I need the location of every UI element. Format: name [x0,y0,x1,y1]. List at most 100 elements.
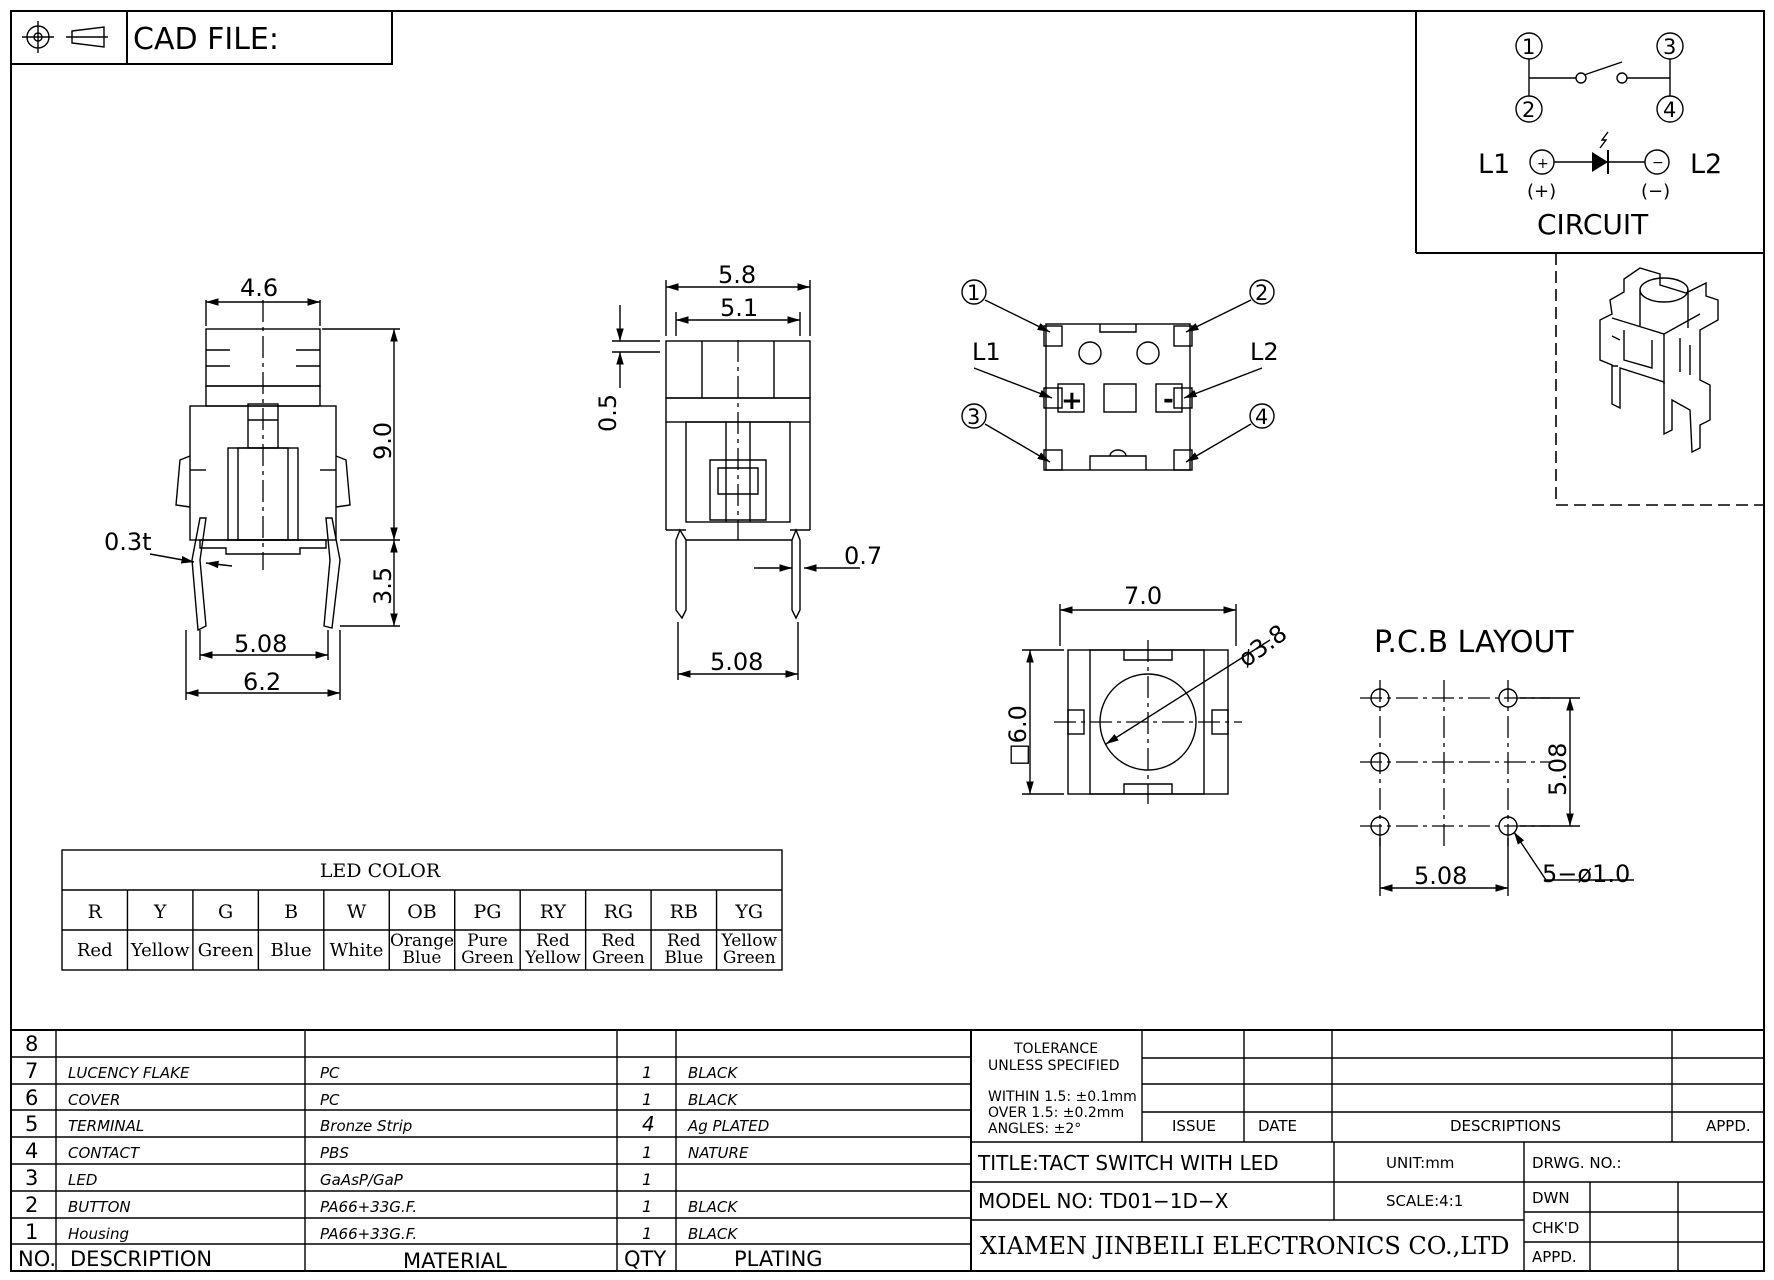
bom-row-plating: BLACK [688,1091,738,1109]
bom-row-material: PC [320,1064,340,1082]
bom-row-no: 1 [25,1220,38,1244]
led-name-ob: Blue [403,948,442,968]
circuit-pin-3: 3 [1663,35,1676,59]
led-code-yg: YG [734,901,763,923]
bom-header-description: DESCRIPTION [70,1247,212,1271]
bom-row-description: BUTTON [68,1198,131,1216]
bom-row-description: LUCENCY FLAKE [68,1064,190,1082]
pcb-layout: P.C.B LAYOUT 5.08 5.08 5−ø1.0 [1360,625,1634,896]
bottom-pin-1: 1 [967,281,980,305]
bom-row-description: LED [68,1171,97,1189]
tolerance-over: OVER 1.5: ±0.2mm [988,1105,1124,1121]
cad-file-label: CAD FILE: [133,22,279,57]
bom-header-material: MATERIAL [403,1249,507,1273]
circuit-l2: L2 [1690,149,1722,180]
dwn-label: DWN [1532,1189,1570,1207]
led-name-ob: Orange [390,931,454,951]
front-dim-leg: 3.5 [369,567,397,605]
bom-header-qty: QTY [624,1247,666,1271]
led-code-w: W [347,901,367,923]
model-number: MODEL NO: TD01−1D−X [978,1189,1229,1213]
bom-header-no: NO. [18,1247,56,1271]
led-name-ry: Red [536,931,570,951]
bom-row-no: 8 [25,1032,38,1056]
rev-date-header: DATE [1258,1117,1297,1135]
rev-issue-header: ISSUE [1172,1117,1216,1135]
bom-row-description: CONTACT [68,1144,141,1162]
circuit-plus-label: (+) [1527,181,1556,202]
side-view: 5.8 5.1 0.5 0.7 5.08 [594,261,882,680]
drwg-no-label: DRWG. NO.: [1532,1154,1622,1172]
led-name-g: Green [198,940,254,961]
top-view: 7.0 □6.0 ø3.8 [1004,582,1292,804]
bom-row-no: 6 [25,1086,38,1110]
led-code-y: Y [153,901,167,923]
front-dim-thickness: 0.3t [104,528,152,556]
bom-row-no: 2 [25,1193,38,1217]
bom-row-qty: 1 [642,1090,652,1109]
led-code-rb: RB [670,901,698,923]
pcb-dim-holes: 5−ø1.0 [1542,860,1630,888]
led-name-yg: Green [723,948,776,968]
led-name-rg: Red [601,931,635,951]
bottom-minus: - [1163,385,1174,415]
bottom-pin-2: 2 [1255,281,1268,305]
led-code-ry: RY [540,901,567,923]
bom-row-material: PA66+33G.F. [320,1198,417,1216]
led-code-ob: OB [407,901,437,923]
circuit-schematic: 1 2 3 4 + − L1 L2 (+) (−) CIRCUIT [1415,11,1764,254]
circuit-pin-1: 1 [1522,35,1535,59]
bom-row-plating: NATURE [688,1144,749,1162]
front-dim-pitch: 5.08 [234,630,287,658]
circuit-l1: L1 [1478,149,1510,180]
pcb-dim-v: 5.08 [1544,743,1572,796]
led-name-b: Blue [270,940,311,961]
front-dim-height: 9.0 [369,422,397,460]
circuit-minus-sign: − [1652,155,1664,171]
bom-row-qty: 1 [642,1143,652,1162]
bom-row-material: PBS [320,1144,349,1162]
rev-appd-header: APPD. [1706,1117,1751,1135]
tolerance-angles: ANGLES: ±2° [988,1121,1081,1137]
tolerance-line-2: UNLESS SPECIFIED [988,1058,1119,1074]
led-name-pg: Pure [467,931,508,951]
led-code-pg: PG [473,901,501,923]
led-code-b: B [284,901,298,923]
unit-label: UNIT:mm [1386,1154,1454,1172]
bom-row-qty: 1 [642,1224,652,1243]
bottom-l1: L1 [972,338,1001,366]
side-dim-step: 0.5 [594,394,622,432]
title-block: TOLERANCE UNLESS SPECIFIED WITHIN 1.5: ±… [970,1029,1765,1272]
circuit-pin-2: 2 [1522,98,1535,122]
led-name-w: White [330,940,384,961]
bom-row-no: 5 [25,1112,38,1136]
bom-row-plating: Ag PLATED [687,1117,769,1135]
led-name-rb: Red [667,931,701,951]
bom-header-plating: PLATING [734,1247,823,1271]
isometric-view [1555,253,1764,506]
bom-row-material: GaAsP/GaP [320,1171,404,1189]
led-code-g: G [218,901,233,923]
bom-row-plating: BLACK [688,1198,738,1216]
side-dim-pitch: 5.08 [710,648,763,676]
appd-label: APPD. [1532,1248,1577,1266]
pcb-title: P.C.B LAYOUT [1374,625,1574,660]
bottom-view: + - 1 2 3 4 L1 L2 [961,279,1279,471]
circuit-pin-4: 4 [1663,98,1676,122]
led-name-yg: Yellow [721,931,778,951]
bom-row-qty: 1 [642,1170,652,1189]
side-dim-pin: 0.7 [844,542,882,570]
led-name-r: Red [77,940,113,961]
led-name-rg: Green [592,948,645,968]
bottom-l2: L2 [1250,338,1279,366]
company-name: XIAMEN JINBEILI ELECTRONICS CO.,LTD [980,1232,1510,1260]
bom-row-no: 4 [25,1139,38,1163]
front-view: 4.6 9.0 3.5 5.08 6.2 0.3t [104,274,400,700]
bottom-pin-4: 4 [1255,405,1268,429]
tolerance-within: WITHIN 1.5: ±0.1mm [988,1089,1137,1105]
top-dim-dia: ø3.8 [1233,619,1292,673]
bom-row-description: Housing [68,1225,129,1243]
bom-row-material: PC [320,1091,340,1109]
